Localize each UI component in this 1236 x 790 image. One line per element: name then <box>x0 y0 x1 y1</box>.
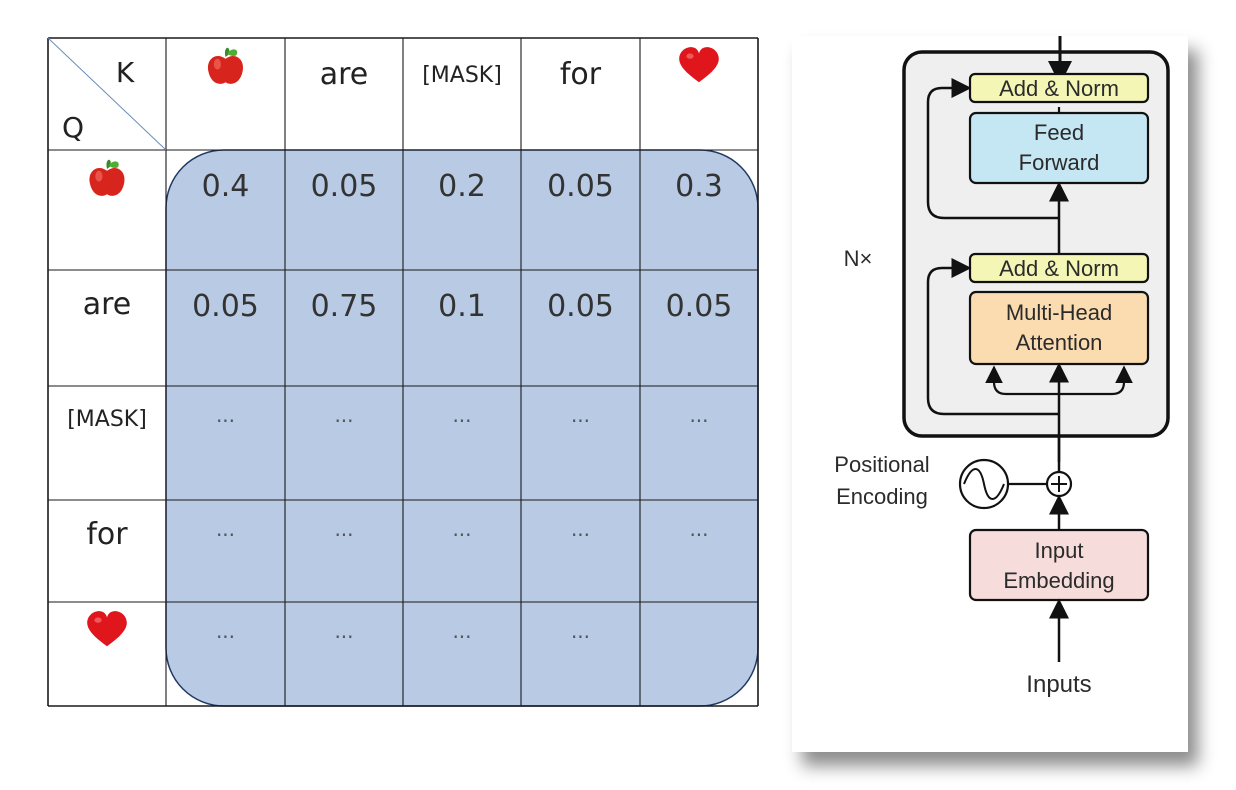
attention-weight-cell: 0.05 <box>547 169 614 204</box>
row-header-label: [MASK] <box>67 407 147 432</box>
input-embedding-label-2: Embedding <box>1003 568 1114 593</box>
attention-weight-cell: ... <box>452 517 471 541</box>
column-header-label: [MASK] <box>422 63 502 88</box>
attention-weight-cell: 0.1 <box>438 289 486 324</box>
attention-weight-cell: ... <box>334 517 353 541</box>
heart-icon <box>679 47 719 83</box>
positional-encoding-label-1: Positional <box>834 452 929 477</box>
corner-diagonal <box>47 37 167 151</box>
add-norm-top-label: Add & Norm <box>999 76 1119 101</box>
attention-weight-cell: ... <box>334 619 353 643</box>
attention-weight-cell: ... <box>452 403 471 427</box>
transformer-encoder-diagram: Add & Norm Feed Forward N× Add & Norm Mu… <box>834 36 1170 698</box>
repeat-count-label: N× <box>844 246 873 271</box>
encoder-block <box>902 50 1170 438</box>
row-header-label: are <box>83 287 132 322</box>
attention-weight-cell: 0.2 <box>438 169 486 204</box>
add-norm-bottom-label: Add & Norm <box>999 256 1119 281</box>
heart-icon <box>87 611 127 647</box>
feed-forward-label-1: Feed <box>1034 120 1084 145</box>
inputs-label: Inputs <box>1026 671 1091 698</box>
attention-weight-cell: 0.75 <box>311 289 378 324</box>
input-embedding-label-1: Input <box>1035 538 1084 563</box>
attention-weight-cell: ... <box>689 403 708 427</box>
multi-head-attention-label-1: Multi-Head <box>1006 300 1112 325</box>
apple-icon <box>89 159 125 196</box>
transformer-encoder-card: Add & Norm Feed Forward N× Add & Norm Mu… <box>792 36 1188 752</box>
apple-icon <box>207 47 244 84</box>
attention-weight-cell: ... <box>216 517 235 541</box>
column-header-label: are <box>320 57 369 92</box>
row-header-label: for <box>86 517 128 552</box>
attention-weight-cell: 0.05 <box>666 289 733 324</box>
attention-weight-cell: 0.05 <box>311 169 378 204</box>
attention-weight-cell: 0.4 <box>202 169 250 204</box>
attention-weight-cell: 0.05 <box>547 289 614 324</box>
feed-forward-label-2: Forward <box>1019 150 1100 175</box>
attention-weight-cell: ... <box>216 403 235 427</box>
attention-weight-cell: ... <box>571 619 590 643</box>
column-header-label: for <box>560 57 602 92</box>
attention-weight-cell: 0.3 <box>675 169 723 204</box>
attention-weight-cell: ... <box>571 517 590 541</box>
attention-weight-cell: ... <box>689 517 708 541</box>
attention-weight-cell: ... <box>334 403 353 427</box>
attention-weight-cell: ... <box>452 619 471 643</box>
attention-weight-cell: 0.05 <box>192 289 259 324</box>
positional-encoding-label-2: Encoding <box>836 484 928 509</box>
attention-weight-cell: ... <box>571 403 590 427</box>
multi-head-attention-label-2: Attention <box>1016 330 1103 355</box>
corner-query-label: Q <box>62 111 84 144</box>
attention-matrix: are [MASK] for are [MASK] for 0.4 0.05 0.2 0.05 0.… <box>47 37 759 707</box>
corner-key-label: K <box>116 56 135 89</box>
attention-weight-cell: ... <box>216 619 235 643</box>
